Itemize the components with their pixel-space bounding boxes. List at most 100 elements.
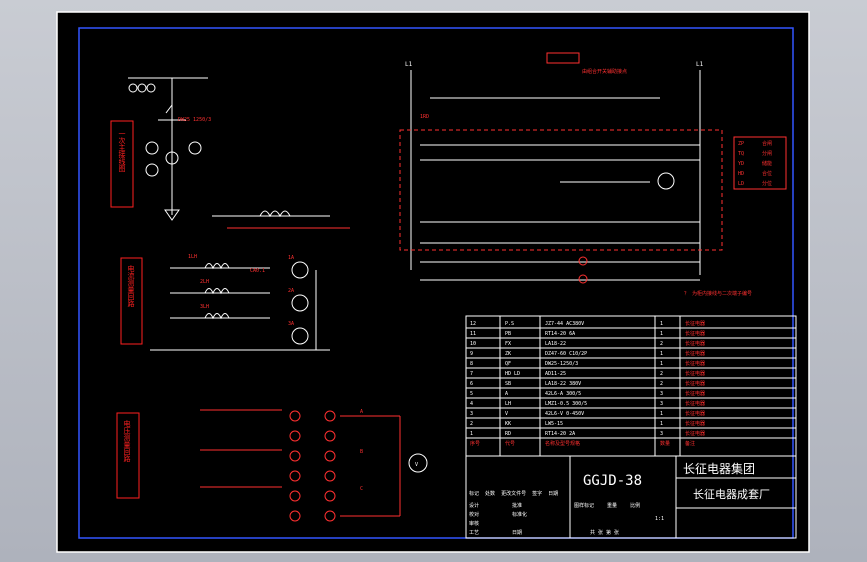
ammeter-label-3: 3A	[288, 321, 294, 327]
bom-cell: 3	[660, 391, 663, 397]
primary-panel-label-box	[110, 120, 134, 208]
date-label: 日期	[512, 530, 522, 536]
title-block-frame	[465, 455, 797, 539]
bom-header-cell: 备注	[685, 440, 695, 447]
bom-header-cell: 名称及型号规格	[545, 440, 580, 447]
sheet-info-mark: 图样标记	[574, 502, 594, 509]
bom-cell: 长征电器	[685, 370, 705, 377]
bom-header-cell: 数量	[660, 440, 670, 447]
bom-cell: SB	[505, 381, 511, 387]
bom-cell: 长征电器	[685, 350, 705, 357]
legend-code: TQ	[738, 151, 744, 157]
bom-cell: 3	[660, 401, 663, 407]
bom-cell: 9	[470, 351, 473, 357]
bom-cell: 12	[470, 321, 476, 327]
bom-cell: 1	[660, 331, 663, 337]
check-label: 校对	[469, 511, 479, 518]
bom-cell: LH	[505, 401, 511, 407]
aux-note-box	[546, 52, 580, 64]
control-dashed-zone	[399, 129, 723, 251]
ct-labels: 1LH 2LH 3LH 1A 2A 3A CA0.1	[188, 254, 294, 327]
bom-cell: 10	[470, 341, 476, 347]
control-circuit	[410, 70, 701, 284]
voltage-label-b: B	[360, 449, 363, 455]
primary-panel-label: 一次主接线图	[118, 130, 126, 173]
row1-sign: 签字	[532, 490, 542, 497]
bom-cell: RT14-20 2A	[545, 431, 575, 437]
side-legend-box	[733, 136, 787, 190]
bom-cell: QF	[505, 361, 511, 367]
breaker-spec: DW25 1250/3	[178, 117, 211, 123]
bom-cell: JZ7-44 AC380V	[545, 321, 584, 327]
voltmeter-label: V	[415, 462, 418, 468]
bom-cell: 1	[470, 431, 473, 437]
bom-cell: 长征电器	[685, 400, 705, 407]
aux-note: 由组合开关辅助接点	[582, 68, 627, 75]
legend-desc: 储能	[762, 160, 772, 167]
company-group: 长征电器集团	[683, 461, 755, 476]
bom-cell: 3	[660, 431, 663, 437]
row1-date: 日期	[548, 491, 558, 497]
sheet-info-scale: 比例	[630, 502, 640, 509]
bom-cell: 长征电器	[685, 340, 705, 347]
bom-cell: 长征电器	[685, 430, 705, 437]
bom-cell: KK	[505, 421, 511, 427]
bom-cell: 长征电器	[685, 380, 705, 387]
bom-cell: 2	[660, 341, 663, 347]
legend-code: LD	[738, 181, 744, 187]
company-factory: 长征电器成套厂	[693, 488, 770, 501]
legend-note: ？ 为柜内接线与二次端子编号	[684, 290, 752, 297]
legend-code: ZP	[738, 141, 744, 147]
ct-label-1: 1LH	[188, 254, 197, 260]
bom-cell: 长征电器	[685, 410, 705, 417]
bom-cell: RD	[505, 431, 511, 437]
bom-cell: A	[505, 391, 508, 397]
bom-cell: LMZ1-0.5 300/5	[545, 401, 587, 407]
sheet-info-weight: 重量	[607, 502, 617, 509]
legend-code: HD	[738, 171, 744, 177]
design-label: 设计	[469, 502, 479, 509]
row1-count: 处数	[485, 490, 495, 497]
bom-cell: DW25-1250/3	[545, 361, 578, 367]
voltage-label: 电压测量回路	[123, 419, 131, 463]
metering-label: 电流测量回路	[127, 264, 135, 308]
ct-ratio: CA0.1	[250, 268, 265, 274]
sheet-count: 共 张 第 张	[590, 529, 619, 536]
legend-code: YD	[738, 161, 744, 167]
bom-cell: 2	[470, 421, 473, 427]
standard-label: 标准化	[512, 511, 527, 518]
ammeter-label-2: 2A	[288, 288, 294, 294]
bom-cell: V	[505, 411, 508, 417]
bom-cell: LA18-22 380V	[545, 381, 581, 387]
bom-cell: 1	[660, 421, 663, 427]
bom-header-cell: 序号	[470, 440, 480, 447]
drawing-number: GGJD-38	[583, 473, 642, 489]
bom-cell: 2	[660, 371, 663, 377]
voltage-label-a: A	[360, 409, 363, 415]
bom-cell: ZK	[505, 351, 511, 357]
row1-file: 更改文件号	[501, 490, 526, 497]
bom-cell: 长征电器	[685, 320, 705, 327]
bom-cell: 1	[660, 361, 663, 367]
legend-desc: 分闸	[762, 150, 772, 157]
bom-cell: AD11-25	[545, 371, 566, 377]
legend-desc: 分位	[762, 180, 772, 187]
bom-header-cell: 代号	[505, 440, 515, 447]
voltage-circuit	[200, 409, 428, 522]
ammeter-label-1: 1A	[288, 255, 294, 261]
fuse-label: 1RD	[420, 114, 429, 120]
review-label: 审核	[469, 520, 479, 527]
bom-cell: 6	[470, 381, 473, 387]
bom-cell: 1	[660, 321, 663, 327]
coil-block	[212, 210, 350, 229]
bom-cell: 长征电器	[685, 390, 705, 397]
outer-frame	[56, 11, 810, 553]
bom-cell: RT14-20 6A	[545, 331, 575, 337]
bom-cell: 1	[660, 351, 663, 357]
voltage-label-box	[116, 412, 140, 499]
metering-circuit	[150, 261, 330, 351]
bom-cell: 长征电器	[685, 420, 705, 427]
bus-label-right: L1	[696, 61, 704, 68]
